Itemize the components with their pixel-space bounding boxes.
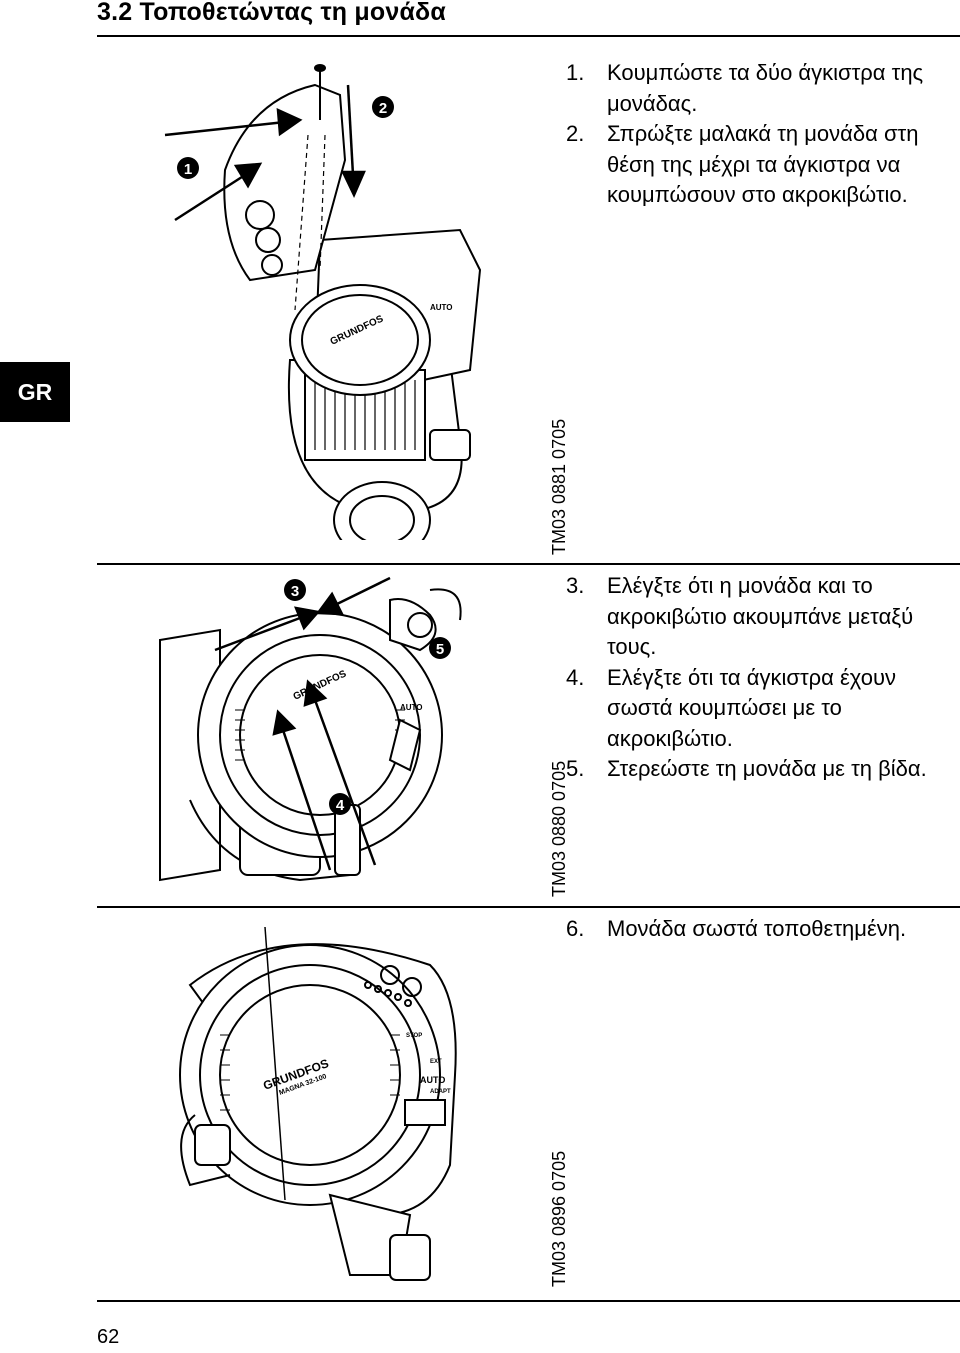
language-tab: GR [0, 362, 70, 422]
pump-illustration-3: GRUNDFOS MAGNA 32-100 AUTO ADAPT EXT STO… [179, 926, 457, 1281]
callout-2 [372, 96, 394, 118]
page-number: 62 [97, 1326, 120, 1348]
callout-4 [329, 793, 351, 815]
callout-5 [429, 637, 451, 659]
callout-1-label: 1 [184, 161, 192, 178]
callout-5-label: 5 [436, 641, 444, 658]
auto-label: AUTO [400, 703, 423, 712]
step-list-2: 3.Ελέγξτε ότι η μονάδα και το ακροκιβώτι… [566, 571, 956, 785]
ext-label: EXT [430, 1059, 442, 1065]
step-item: 4.Ελέγξτε ότι τα άγκιστρα έχουν σωστά κο… [566, 664, 897, 751]
step-list-1: 1.Κουμπώστε τα δύο άγκιστρα της μονάδας.… [566, 58, 956, 211]
figure-code-1: TM03 0881 0705 [549, 418, 569, 555]
stop-label: STOP [406, 1033, 422, 1039]
section-rule [97, 906, 960, 908]
step-list-3: 6.Μονάδα σωστά τοποθετημένη. [566, 914, 956, 945]
callout-1 [177, 157, 199, 179]
step-item: 5.Στερεώστε τη μονάδα με τη βίδα. [566, 756, 927, 781]
pump-illustration-2: 3 4 5 GRUNDFOS AUTO [159, 576, 462, 882]
callout-3-label: 3 [291, 583, 299, 600]
step-item: 6.Μονάδα σωστά τοποθετημένη. [566, 916, 907, 941]
step-item: 1.Κουμπώστε τα δύο άγκιστρα της μονάδας. [566, 60, 924, 116]
section-heading: 3.2 Τοποθετώντας τη μονάδα [97, 0, 446, 26]
callout-4-label: 4 [336, 797, 345, 814]
callout-3 [284, 579, 306, 601]
step-item: 2.Σπρώξτε μαλακά τη μονάδα στη θέση της … [566, 121, 919, 207]
auto-sub-label: ADAPT [430, 1089, 451, 1095]
auto-label: AUTO [420, 1075, 445, 1085]
pump-illustration-1: 1 2 GRUNDFOS AUTO [164, 64, 482, 540]
auto-label: AUTO [430, 303, 453, 312]
figure-code-3: TM03 0896 0705 [549, 1150, 569, 1287]
callout-2-label: 2 [379, 100, 387, 117]
section-rule [97, 563, 960, 565]
heading-rule [97, 35, 960, 37]
step-item: 3.Ελέγξτε ότι η μονάδα και το ακροκιβώτι… [566, 573, 914, 659]
footer-rule [97, 1300, 960, 1302]
